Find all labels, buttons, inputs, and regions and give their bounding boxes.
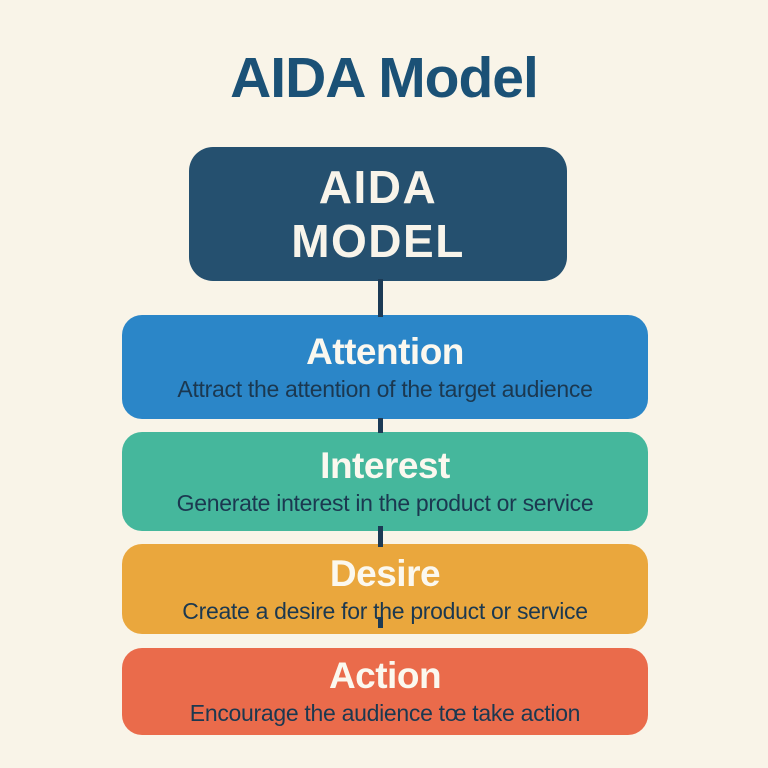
root-node-label-line1: AIDA [318, 161, 438, 213]
stage-attention-title: Attention [306, 330, 464, 372]
stage-desire-title: Desire [329, 552, 441, 594]
aida-model-root-node: AIDA MODEL [189, 147, 567, 281]
connector-desire-stub [378, 617, 383, 628]
stage-action-title: Action [328, 655, 442, 697]
stage-action: Action Encourage the audience tœ take ac… [122, 648, 648, 735]
stage-desire: Desire Create a desire for the product o… [122, 544, 648, 634]
stage-attention-description: Attract the attention of the target audi… [177, 375, 593, 402]
stage-desire-description: Create a desire for the product or servi… [182, 597, 588, 624]
stage-interest-title: Interest [320, 445, 450, 487]
stage-attention: Attention Attract the attention of the t… [122, 315, 648, 419]
connector-root-to-attention [378, 279, 383, 317]
connector-interest-to-desire [378, 526, 383, 547]
root-node-label-line2: MODEL [291, 215, 465, 267]
connector-attention-to-interest [378, 418, 383, 433]
stage-interest: Interest Generate interest in the produc… [122, 432, 648, 531]
stage-action-description: Encourage the audience tœ take action [189, 700, 581, 727]
page-title: AIDA Model [230, 46, 539, 110]
stage-interest-description: Generate interest in the product or serv… [176, 490, 594, 517]
